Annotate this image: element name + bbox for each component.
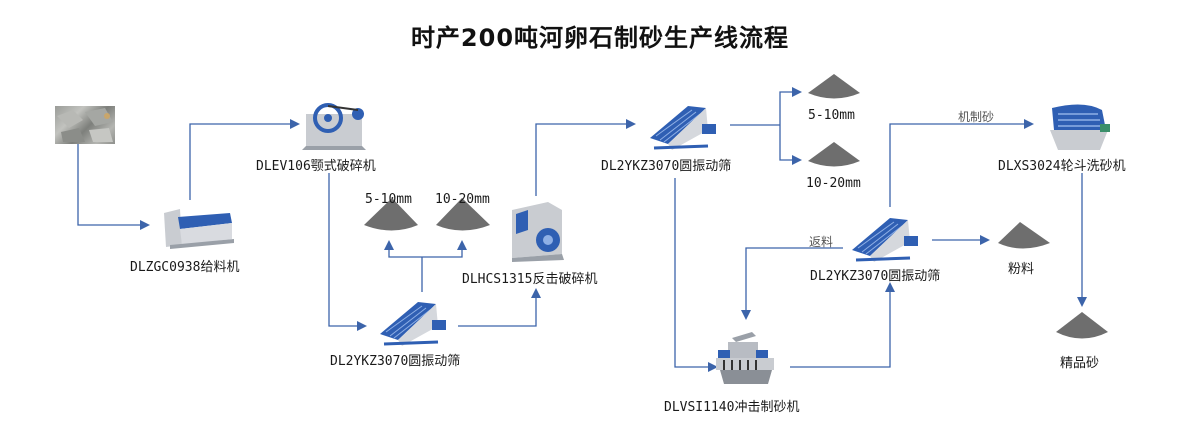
- product-fine-sand-label: 精品砂: [1060, 356, 1100, 371]
- sand-washer-machine-icon: [1044, 104, 1114, 158]
- page-title: 时产200吨河卵石制砂生产线流程: [410, 24, 790, 52]
- edge-impact-to-screen2: [535, 119, 636, 196]
- piles: [364, 74, 1108, 339]
- edge-screen3-to-washer: [889, 119, 1034, 207]
- product-p1-large-label: 10-20mm: [435, 192, 490, 207]
- jaw-crusher-label: DLEV106颚式破碎机: [256, 159, 376, 174]
- pile-p2-small: [808, 74, 860, 99]
- feeder-machine-icon: [160, 205, 240, 254]
- impact-crusher-label: DLHCS1315反击破碎机: [462, 272, 598, 287]
- pile-fine-sand: [1056, 312, 1108, 339]
- machine-sand-label: 机制砂: [958, 110, 995, 124]
- product-powder-label: 粉料: [1008, 262, 1035, 277]
- sand-maker-label: DLVSI1140冲击制砂机: [664, 400, 800, 415]
- edge-screen1-to-p1large: [422, 240, 467, 258]
- impact-crusher-machine-icon: [508, 200, 568, 266]
- edge-screen2-to-sandmaker: [674, 178, 718, 372]
- pile-powder: [998, 222, 1050, 249]
- jaw-crusher-machine-icon: [300, 100, 380, 154]
- vibrating-screen-1-icon: [378, 296, 458, 352]
- edge-screen2-to-p2small: [779, 87, 802, 125]
- edge-sandmaker-to-screen3: [790, 282, 895, 368]
- product-p1-small-label: 5-10mm: [365, 192, 412, 207]
- screen-1-label: DL2YKZ3070圆振动筛: [330, 354, 461, 369]
- screen-3-label: DL2YKZ3070圆振动筛: [810, 269, 941, 284]
- vibrating-screen-2-icon: [648, 100, 728, 156]
- sand-washer-label: DLXS3024轮斗洗砂机: [998, 159, 1126, 174]
- product-p2-small-label: 5-10mm: [808, 108, 855, 123]
- screen-2-label: DL2YKZ3070圆振动筛: [601, 159, 732, 174]
- edge-screen2-to-p2large: [779, 125, 802, 165]
- sand-maker-machine-icon: [712, 330, 782, 390]
- raw-stone-image: [55, 106, 115, 144]
- vibrating-screen-3-icon: [850, 212, 930, 268]
- product-p2-large-label: 10-20mm: [806, 176, 861, 191]
- edge-screen1-to-impact: [458, 288, 541, 327]
- edge-raw-to-feeder: [77, 143, 150, 230]
- edge-screen1-to-p1small: [384, 240, 422, 258]
- pile-p1-large: [436, 198, 490, 231]
- feeder-label: DLZGC0938给料机: [130, 260, 240, 275]
- edge-screen3-return: [741, 247, 843, 320]
- pile-p2-large: [808, 142, 860, 167]
- edge-feeder-to-jaw: [189, 119, 300, 200]
- pile-p1-small: [364, 198, 418, 231]
- return-material-label: 返料: [809, 235, 834, 249]
- edge-jaw-to-screen1: [328, 173, 367, 331]
